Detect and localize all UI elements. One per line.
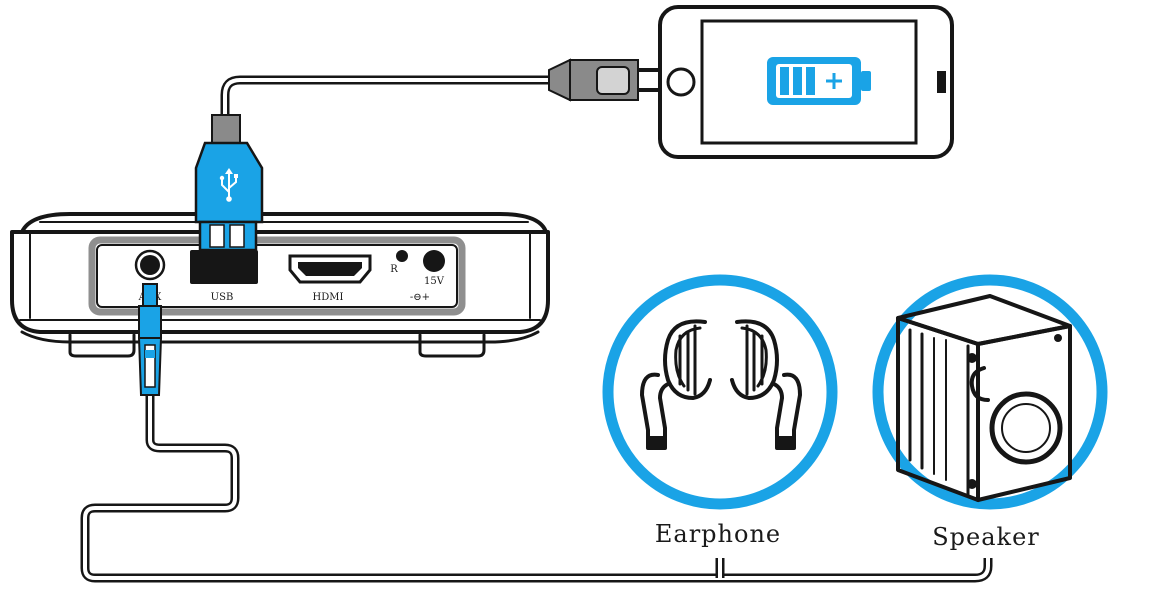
port-label-usb: USB <box>211 292 234 303</box>
port-label-hdmi: HDMI <box>313 292 344 303</box>
aux-plug <box>137 283 163 396</box>
port-label-power: 15V <box>424 276 445 287</box>
speaker-badge <box>872 274 1108 510</box>
usb-cable <box>220 75 555 118</box>
earphone-label: Earphone <box>655 520 781 548</box>
speaker-icon <box>896 294 1072 502</box>
aux-cable <box>80 395 993 583</box>
projector-device <box>10 212 550 358</box>
power-polarity-symbol: -⊖+ <box>410 292 430 303</box>
earphone-badge <box>602 274 838 510</box>
phone-usb-plug <box>548 58 662 102</box>
port-label-reset: R <box>390 264 398 275</box>
earphone-icon <box>640 319 802 450</box>
speaker-label: Speaker <box>932 523 1040 551</box>
usb-trident-icon <box>219 168 238 202</box>
usb-plug <box>194 114 264 252</box>
battery-charging-icon <box>767 57 871 105</box>
